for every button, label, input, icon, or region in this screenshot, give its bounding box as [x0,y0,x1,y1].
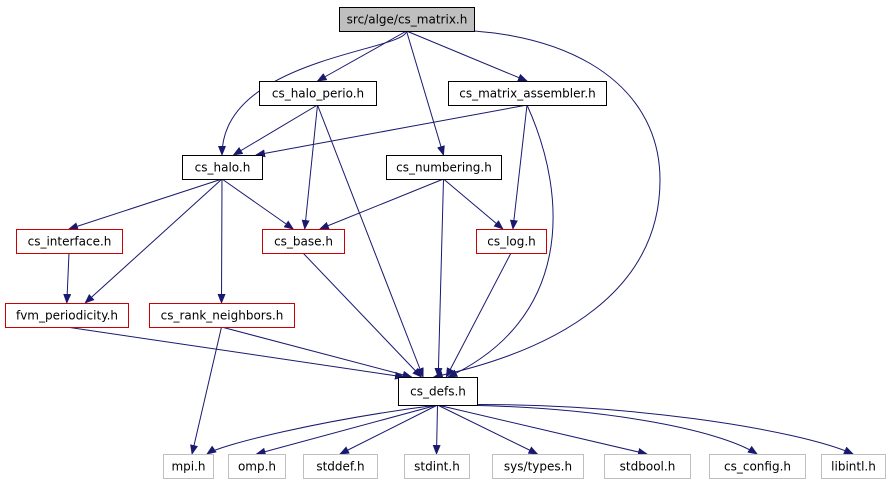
node-label: cs_rank_neighbors.h [161,309,284,323]
edge-cs_log-to-cs_defs [445,252,512,378]
node-label: mpi.h [171,460,205,474]
edge-cs_matrix-to-cs_matrix_assembler [406,30,528,82]
nodes-layer: src/alge/cs_matrix.h cs_halo_perio.h cs_ma… [5,7,886,479]
node-box [228,454,286,479]
node-box [821,454,886,479]
node-cs-halo[interactable]: cs_halo.h [182,155,263,180]
node-label: cs_base.h [274,235,333,249]
node-label: cs_config.h [724,460,791,474]
node-label: cs_log.h [487,235,536,249]
edge-cs_matrix_assembler-to-cs_defs [447,104,554,378]
node-label: cs_matrix_assembler.h [459,87,595,101]
edge-cs_defs-to-mpi [206,404,438,455]
node-box [16,229,123,254]
edge-cs_numbering-to-cs_log [443,178,504,230]
node-cs-base[interactable]: cs_base.h [262,229,345,254]
node-mpi: mpi.h [163,454,214,479]
edge-cs_matrix_assembler-to-cs_halo [255,104,528,158]
node-box [182,155,263,180]
edge-cs_halo-to-cs_rank_neighbors [217,178,226,304]
edge-fvm_periodicity-to-cs_defs [66,326,405,380]
node-label: cs_numbering.h [396,161,492,175]
node-label: omp.h [238,460,276,474]
edge-cs_matrix_assembler-to-cs_log [509,104,528,230]
edge-cs_numbering-to-cs_defs [434,178,444,378]
node-stdbool: stdbool.h [604,454,691,479]
edge-cs_base-to-cs_defs [302,252,423,378]
node-cs-defs[interactable]: cs_defs.h [398,377,478,406]
node-box [476,229,547,254]
node-box [339,7,475,32]
node-label: stdbool.h [620,460,676,474]
edge-cs_interface-to-fvm_periodicity [63,252,72,304]
edge-cs_halo_perio-to-cs_halo [232,104,318,156]
node-libintl: libintl.h [821,454,886,479]
node-cs-matrix[interactable]: src/alge/cs_matrix.h [339,7,475,32]
edge-cs_defs-to-stddef [339,404,438,455]
edge-cs_numbering-to-cs_base [318,178,444,230]
edge-cs_defs-to-stdbool [437,404,648,456]
node-box [163,454,214,479]
node-label: sys/types.h [504,460,572,474]
edge-cs_matrix-to-cs_halo [218,30,407,156]
edge-cs_defs-to-omp [255,404,438,456]
node-label: libintl.h [831,460,876,474]
edge-cs_matrix-to-cs_halo_perio [316,30,407,82]
node-label: stdint.h [414,460,460,474]
node-cs-matrix-assembler[interactable]: cs_matrix_assembler.h [448,81,607,106]
node-sys-types: sys/types.h [492,454,584,479]
node-label: src/alge/cs_matrix.h [347,13,468,27]
node-cs-interface[interactable]: cs_interface.h [16,229,123,254]
node-box [604,454,691,479]
node-label: cs_halo_perio.h [272,87,364,101]
node-label: stddef.h [316,460,364,474]
node-box [149,303,295,328]
edge-cs_defs-to-sys_types [437,404,539,455]
node-cs-config: cs_config.h [709,454,806,479]
edge-cs_defs-to-libintl [437,403,854,455]
edge-cs_rank_neighbors-to-mpi [190,326,222,455]
node-box [386,155,502,180]
node-fvm-periodicity[interactable]: fvm_periodicity.h [5,303,129,328]
node-label: cs_interface.h [28,235,112,249]
node-cs-numbering[interactable]: cs_numbering.h [386,155,502,180]
node-label: cs_halo.h [195,161,251,175]
edge-cs_halo_perio-to-cs_defs [317,104,424,378]
node-cs-halo-perio[interactable]: cs_halo_perio.h [259,81,377,106]
node-box [262,229,345,254]
node-box [5,303,129,328]
node-stddef: stddef.h [303,454,378,479]
node-box [709,454,806,479]
node-cs-rank-neighbors[interactable]: cs_rank_neighbors.h [149,303,295,328]
node-box [303,454,378,479]
node-box [492,454,584,479]
node-box [448,81,607,106]
node-label: cs_defs.h [410,385,466,399]
node-stdint: stdint.h [404,454,470,479]
node-box [404,454,470,479]
edge-cs_halo-to-cs_base [221,178,295,230]
node-box [259,81,377,106]
node-cs-log[interactable]: cs_log.h [476,229,547,254]
edge-cs_matrix-to-cs_numbering [406,30,445,156]
node-box [398,377,478,406]
edge-cs_matrix-to-cs_defs [406,29,661,380]
edge-cs_rank_neighbors-to-cs_defs [221,326,413,379]
edge-cs_halo-to-cs_interface [68,178,223,231]
edge-cs_halo_perio-to-cs_base [301,104,318,230]
node-omp: omp.h [228,454,286,479]
edges-layer [63,29,854,456]
edge-cs_defs-to-cs_config [437,404,758,455]
node-label: fvm_periodicity.h [16,309,118,323]
edge-cs_halo-to-fvm_periodicity [84,178,223,304]
edge-cs_defs-to-stdint [432,404,441,455]
